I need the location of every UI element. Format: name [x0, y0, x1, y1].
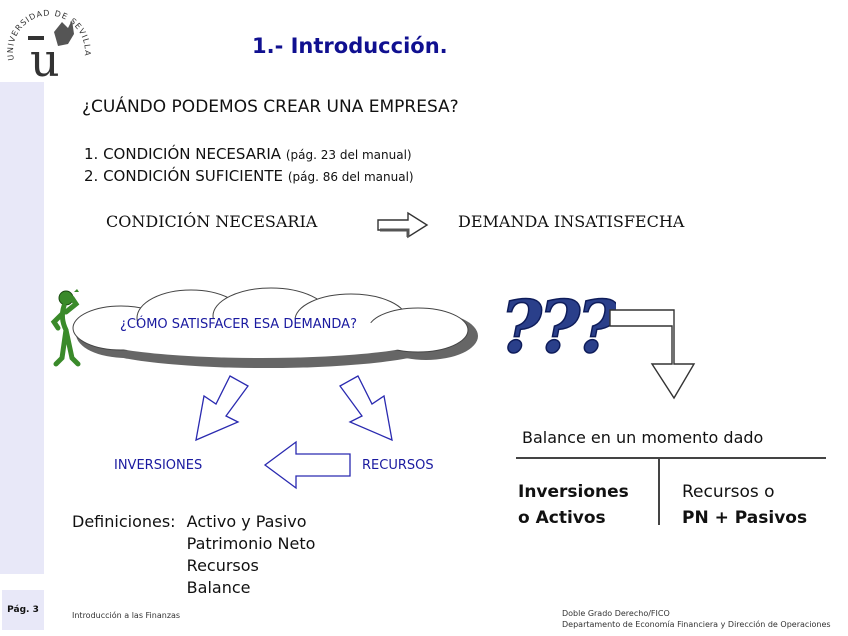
footer-degree: Doble Grado Derecho/FICO — [562, 609, 670, 618]
condition-1: 1. CONDICIÓN NECESARIA (pág. 23 del manu… — [84, 145, 412, 163]
balance-assets-column: Inversiones o Activos — [518, 482, 629, 528]
balance-horizontal-line — [516, 457, 826, 459]
main-question: ¿CUÁNDO PODEMOS CREAR UNA EMPRESA? — [82, 97, 459, 117]
svg-text:???: ??? — [500, 284, 616, 358]
down-arrow-icon — [609, 309, 696, 400]
logo-monogram: u — [30, 33, 60, 82]
definitions-block: Definiciones: Activo y Pasivo Patrimonio… — [72, 511, 315, 599]
bird-emblem-icon — [54, 20, 74, 46]
definition-item: Patrimonio Neto — [186, 534, 316, 553]
balance-title: Balance en un momento dado — [522, 428, 764, 447]
definition-item: Activo y Pasivo — [186, 512, 307, 531]
left-sidebar-band — [0, 82, 44, 574]
down-left-arrow-icon — [195, 375, 249, 442]
page-number-box: Pág. 3 — [2, 590, 44, 630]
necessary-condition-label: CONDICIÓN NECESARIA — [106, 212, 318, 231]
right-arrow-icon — [377, 211, 429, 239]
page-title: 1.- Introducción. — [252, 34, 448, 58]
inversiones-label: INVERSIONES — [114, 458, 203, 473]
definition-item: Recursos — [186, 556, 259, 575]
recursos-label: RECURSOS — [362, 458, 434, 473]
left-arrow-icon — [263, 440, 351, 490]
balance-vertical-line — [658, 459, 660, 525]
definitions-label: Definiciones: — [72, 512, 176, 531]
unsatisfied-demand-label: DEMANDA INSATISFECHA — [458, 212, 685, 231]
page-number: Pág. 3 — [7, 605, 39, 615]
footer-department: Departamento de Economía Financiera y Di… — [562, 620, 831, 629]
balance-liabilities-column: Recursos o PN + Pasivos — [682, 482, 808, 528]
footer-course: Introducción a las Finanzas — [72, 611, 181, 620]
down-right-arrow-icon — [339, 375, 393, 442]
thought-cloud — [72, 287, 478, 368]
condition-2: 2. CONDICIÓN SUFICIENTE (pág. 86 del man… — [84, 167, 414, 185]
cloud-question: ¿CÓMO SATISFACER ESA DEMANDA? — [120, 317, 357, 332]
question-marks-graphic: ??? — [499, 284, 616, 358]
university-logo: UNIVERSIDAD DE SEVILLA u — [6, 8, 91, 82]
definition-item: Balance — [186, 578, 251, 597]
thinking-figure-icon — [50, 289, 81, 367]
